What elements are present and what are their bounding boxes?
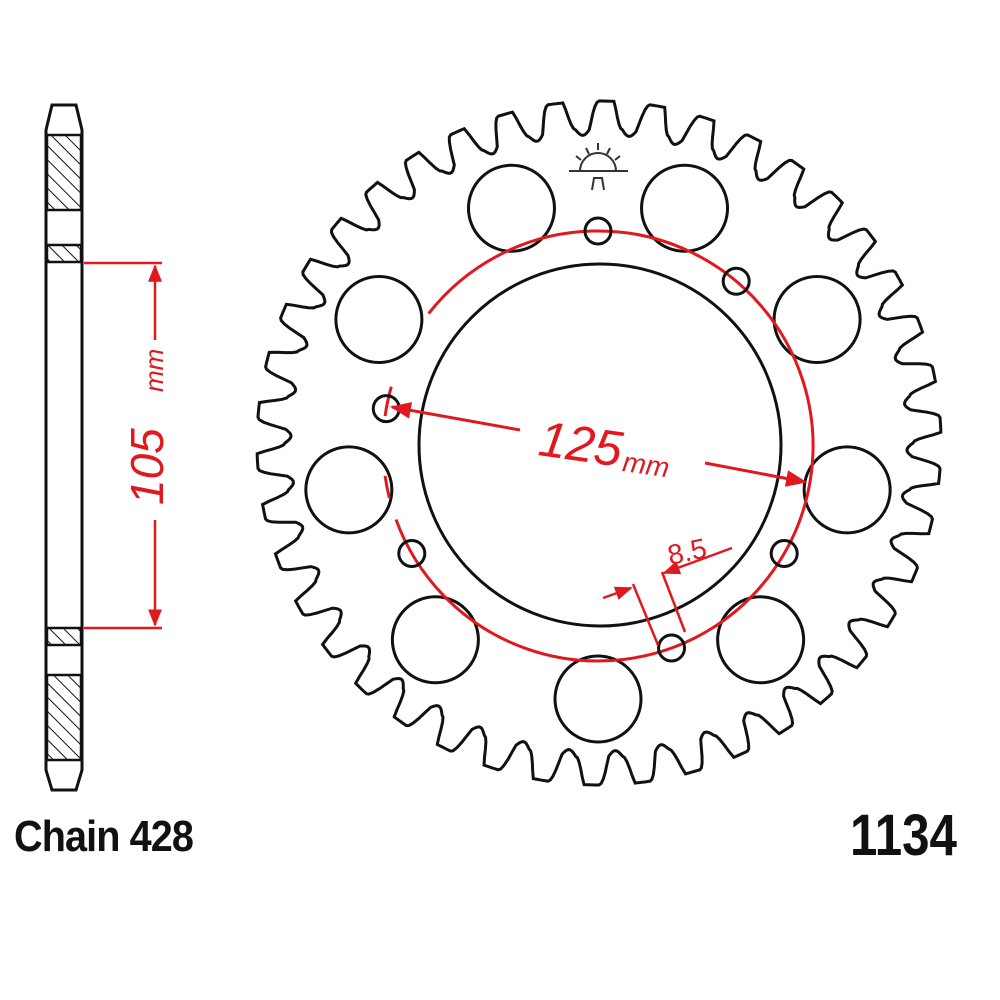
hatch-bottom bbox=[45, 673, 83, 762]
hatch-upper bbox=[45, 243, 83, 264]
lightening-hole bbox=[334, 275, 424, 364]
sprocket-teeth-outline bbox=[255, 99, 943, 787]
bolt-circle-unit: mm bbox=[621, 446, 672, 483]
lightening-hole bbox=[553, 654, 643, 744]
chain-width-unit: mm bbox=[139, 349, 169, 392]
bolt-circle-value: 125 bbox=[535, 410, 626, 477]
chain-width-value: 105 bbox=[121, 428, 173, 505]
bolt-hole bbox=[397, 539, 427, 568]
lightening-hole bbox=[466, 163, 556, 253]
chain-label: Chain 428 bbox=[14, 812, 194, 861]
lightening-hole bbox=[716, 595, 806, 685]
part-number: 1134 bbox=[850, 803, 957, 868]
bolt-hole bbox=[657, 633, 687, 663]
bolt-hole bbox=[583, 216, 613, 246]
chain-profile bbox=[44, 103, 84, 792]
chain-outline bbox=[44, 103, 84, 792]
bolt-circle-dimension bbox=[389, 402, 808, 487]
bolt-hole bbox=[769, 539, 799, 568]
lightening-holes bbox=[304, 163, 892, 744]
lightening-hole bbox=[802, 445, 892, 535]
lightening-hole bbox=[390, 595, 480, 685]
hatch-top bbox=[45, 133, 83, 212]
lightening-hole bbox=[640, 163, 730, 253]
sun-logo-icon bbox=[569, 143, 628, 191]
lightening-hole bbox=[772, 275, 862, 364]
lightening-hole bbox=[304, 445, 394, 535]
chain-width-dimension bbox=[84, 261, 162, 630]
center-bore bbox=[417, 262, 783, 628]
hatch-lower bbox=[45, 626, 83, 647]
bolt-hole-dimension bbox=[602, 546, 733, 646]
bolt-hole bbox=[721, 266, 751, 296]
